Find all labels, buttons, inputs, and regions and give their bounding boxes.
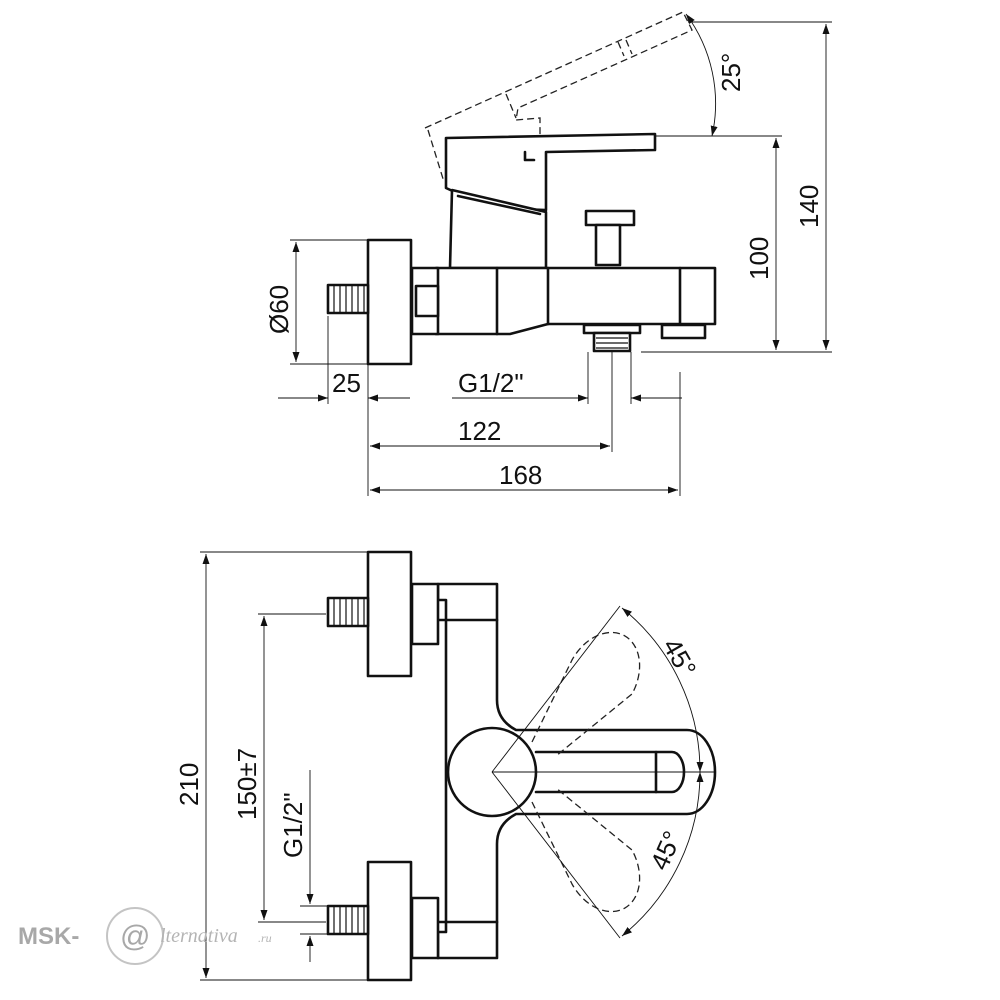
eccentric-and-flange — [366, 238, 440, 366]
dim-height-140: 140 — [794, 185, 824, 228]
top-upper-connection — [326, 550, 440, 678]
watermark-domain: .ru — [258, 931, 272, 945]
dim-inlet-25: 25 — [332, 368, 361, 398]
side-dimension-lines — [278, 13, 830, 494]
dim-spout-122: 122 — [458, 416, 501, 446]
dim-center-150: 150±7 — [232, 748, 262, 820]
side-extension-lines — [290, 21, 832, 496]
neck-ring — [456, 194, 542, 216]
watermark-brand: MSK- — [18, 923, 79, 950]
diverter-knob — [584, 209, 636, 267]
dim-diameter-60: Ø60 — [264, 285, 294, 334]
top-body — [436, 582, 717, 960]
threaded-inlet — [326, 283, 370, 315]
side-view: 25° 140 100 Ø60 25 G1/2" 122 168 — [264, 11, 832, 496]
top-view: 45° 45° 210 150±7 G1/2" — [174, 550, 717, 982]
watermark: MSK- @ lternativa .ru — [18, 907, 272, 965]
raised-lever-outline — [424, 11, 693, 183]
dim-length-168: 168 — [499, 460, 542, 490]
watermark-suffix: lternativa — [160, 925, 238, 947]
mixer-body — [434, 266, 717, 336]
dim-thread-g12-top: G1/2" — [278, 792, 308, 858]
watermark-at: @ — [120, 920, 150, 953]
top-lower-connection — [326, 860, 440, 982]
top-dimension-lines — [202, 554, 704, 978]
dim-height-210: 210 — [174, 763, 204, 806]
dim-angle-25: 25° — [716, 53, 746, 92]
dim-height-100: 100 — [744, 237, 774, 280]
dim-thread-g12: G1/2" — [458, 368, 524, 398]
bottom-outlets — [582, 323, 707, 353]
dim-angle-45-lower: 45° — [644, 826, 687, 874]
watermark-at-circle — [106, 907, 164, 965]
dim-angle-45-upper: 45° — [657, 633, 703, 682]
